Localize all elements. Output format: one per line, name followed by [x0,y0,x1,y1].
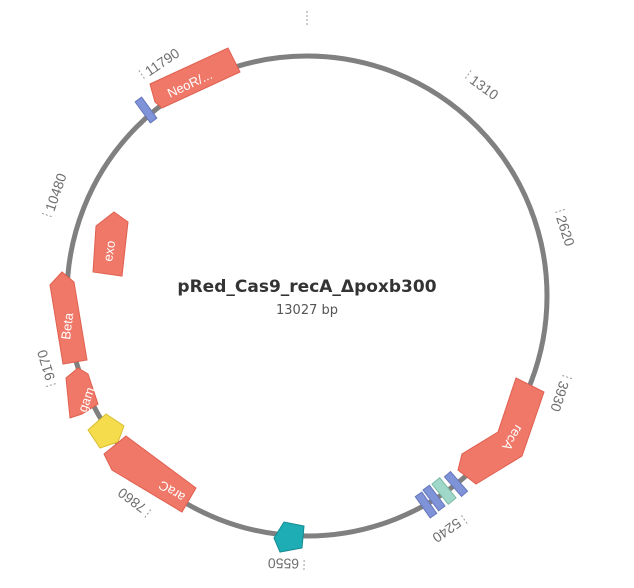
feature-reca[interactable]: recA [457,377,545,485]
svg-text:10480: 10480 [42,171,70,213]
svg-text:9170: 9170 [34,348,58,383]
feature-promoter-teal[interactable] [273,521,305,553]
tick-3930: 3930 [547,375,572,414]
tick-6550: 6550 [268,555,305,572]
svg-text:5240: 5240 [429,515,464,546]
feature-promoter-yellow[interactable] [87,413,125,449]
tick-5240: 5240 [429,515,468,546]
tick-1310: 1310 [464,70,502,103]
plasmid-length: 13027 bp [276,303,338,318]
feature-exo[interactable]: exo [92,211,129,277]
site-marker-3 [431,477,457,505]
site-marker-1 [414,491,438,519]
site-cluster [414,470,469,519]
site-marker-top [134,96,158,124]
svg-text:Beta: Beta [58,311,76,340]
feature-gam[interactable]: gam [65,367,99,419]
svg-text:3930: 3930 [547,379,572,414]
tick-2620: 2620 [553,208,578,249]
svg-text:1310: 1310 [467,72,502,103]
svg-text:exo: exo [100,239,118,262]
feature-beta[interactable]: Beta [49,271,88,365]
site-marker-4 [443,470,469,498]
svg-text:2620: 2620 [553,214,578,249]
svg-text:6550: 6550 [268,555,300,572]
tick-10480: 10480 [42,171,70,218]
site-marker-2 [422,484,446,512]
tick-9170: 9170 [34,348,58,388]
feature-neor[interactable]: NeoR/... [149,47,241,109]
plasmid-name: pRed_Cas9_recA_Δpoxb300 [177,277,436,297]
